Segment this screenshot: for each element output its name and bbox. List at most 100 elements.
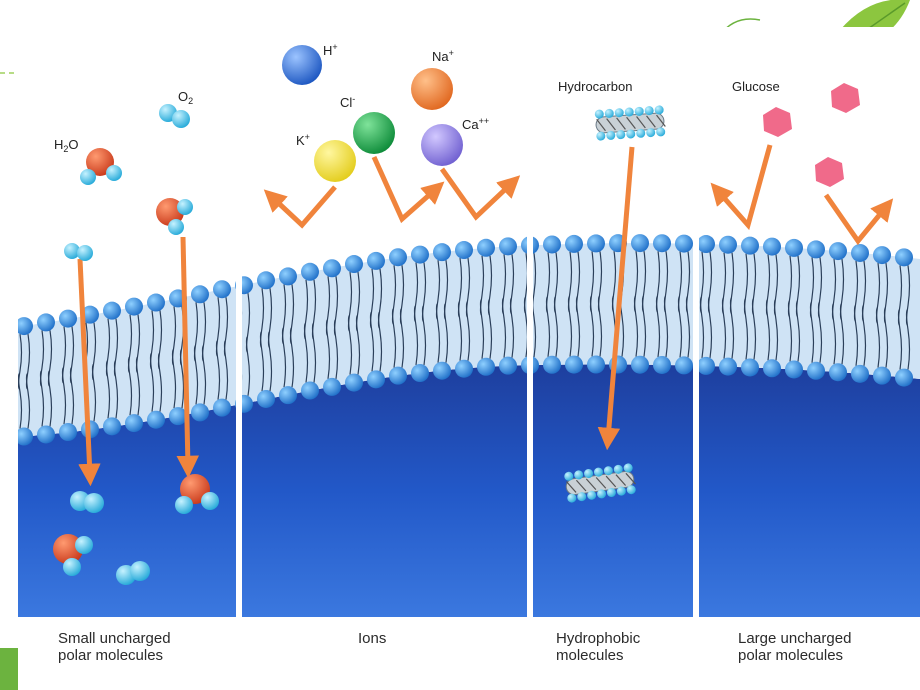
lipid-tail [435, 302, 441, 363]
chloride-ion-icon [353, 112, 395, 154]
lipid-tail [311, 322, 317, 383]
water-molecule-icon [156, 198, 193, 235]
lipid-tail [465, 300, 471, 361]
label-water: H2O [54, 137, 79, 154]
lipid-head [37, 425, 55, 444]
lipid-tail [817, 301, 823, 363]
lipid-head [653, 355, 671, 374]
caption-ions: Ions [358, 630, 386, 647]
lipid-head [499, 237, 517, 256]
lipid-tail [171, 348, 177, 409]
lipid-head [191, 403, 209, 422]
lipid-head [411, 364, 429, 383]
lipid-head [873, 366, 891, 385]
lipid-head [895, 248, 913, 267]
lipid-head [587, 234, 605, 253]
lipid-head [81, 305, 99, 324]
sodium-ion-icon [411, 68, 453, 110]
lipid-head [367, 370, 385, 389]
lipid-tail [281, 327, 287, 388]
lipid-tail [267, 331, 273, 392]
lipid-head [279, 267, 297, 286]
lipid-tail [773, 298, 779, 361]
caption-line: polar molecules [58, 647, 164, 664]
lipid-tail [751, 297, 757, 360]
lipid-head [103, 417, 121, 436]
lipid-tail [707, 296, 713, 358]
lipid-tail [325, 318, 331, 379]
lipid-head [37, 313, 55, 332]
lipid-head [301, 262, 319, 281]
lipid-tail [443, 302, 449, 363]
lipid-tail [765, 298, 771, 361]
label-chloride: Cl- [340, 94, 355, 110]
lipid-head [851, 364, 869, 383]
oxygen-molecule-icon [70, 491, 104, 513]
lipid-tail [355, 314, 361, 375]
membrane-permeability-figure: H2O O2 [18, 27, 920, 690]
caption-line: Small uncharged [58, 630, 171, 647]
lipid-head [103, 301, 121, 320]
lipid-head [807, 240, 825, 259]
water-molecule-icon [53, 534, 93, 576]
lipid-head [741, 236, 759, 255]
lipid-tail [157, 352, 163, 412]
lipid-head [323, 377, 341, 396]
lipid-tail [333, 318, 339, 379]
lipid-head [389, 248, 407, 267]
lipid-head [411, 245, 429, 264]
blocked-arrow-cl [371, 155, 445, 224]
label-sodium: Na+ [432, 48, 454, 64]
lipid-head [455, 359, 473, 378]
lipid-head [697, 235, 715, 254]
lipid-head [543, 355, 561, 374]
lipid-tail [245, 335, 251, 396]
lipid-head [565, 355, 583, 374]
panel-large-uncharged: Glucose [710, 79, 894, 246]
green-corner-block [0, 648, 18, 690]
lipid-tail [597, 295, 603, 357]
lipid-head [125, 414, 143, 433]
lipid-tail [391, 307, 397, 368]
panel-small-uncharged: H2O O2 [53, 89, 219, 585]
lipid-head [59, 423, 77, 442]
lipid-head [147, 293, 165, 312]
lipid-head [719, 357, 737, 376]
caption-line: Ions [358, 630, 387, 647]
caption-line: polar molecules [738, 647, 844, 664]
lipid-tail [575, 295, 581, 357]
lipid-head [18, 427, 33, 446]
lipid-tail [25, 372, 31, 429]
lipid-tail [127, 356, 133, 416]
lipid-tail [487, 298, 493, 359]
lipid-tail [553, 296, 559, 357]
lipid-tail [149, 352, 155, 412]
lipid-head [301, 381, 319, 400]
lipid-tail [721, 297, 727, 359]
caption-line: Hydrophobic [556, 630, 641, 647]
lipid-tail [479, 298, 485, 359]
lipid-head [279, 386, 297, 405]
lipid-tail [413, 305, 419, 366]
potassium-ion-icon [314, 140, 356, 182]
lipid-head [873, 246, 891, 265]
lipid-tail [883, 306, 889, 368]
water-molecule-icon [175, 474, 219, 514]
lipid-tail [18, 372, 23, 429]
lipid-tail [303, 322, 309, 383]
lipid-head [213, 280, 231, 299]
lipid-head [499, 356, 517, 375]
hydrocarbon-icon [564, 463, 636, 503]
caption-line: Large uncharged [738, 630, 852, 647]
lipid-head [389, 366, 407, 385]
lipid-tail [861, 304, 867, 366]
lipid-head [323, 259, 341, 278]
lipid-tail [589, 295, 595, 357]
lipid-tail [699, 296, 705, 358]
lipid-head [895, 368, 913, 387]
lipid-head [829, 363, 847, 382]
lipid-head [257, 389, 275, 408]
lipid-tail [289, 327, 295, 388]
oxygen-molecule-icon [116, 561, 150, 585]
lipid-head [763, 237, 781, 256]
